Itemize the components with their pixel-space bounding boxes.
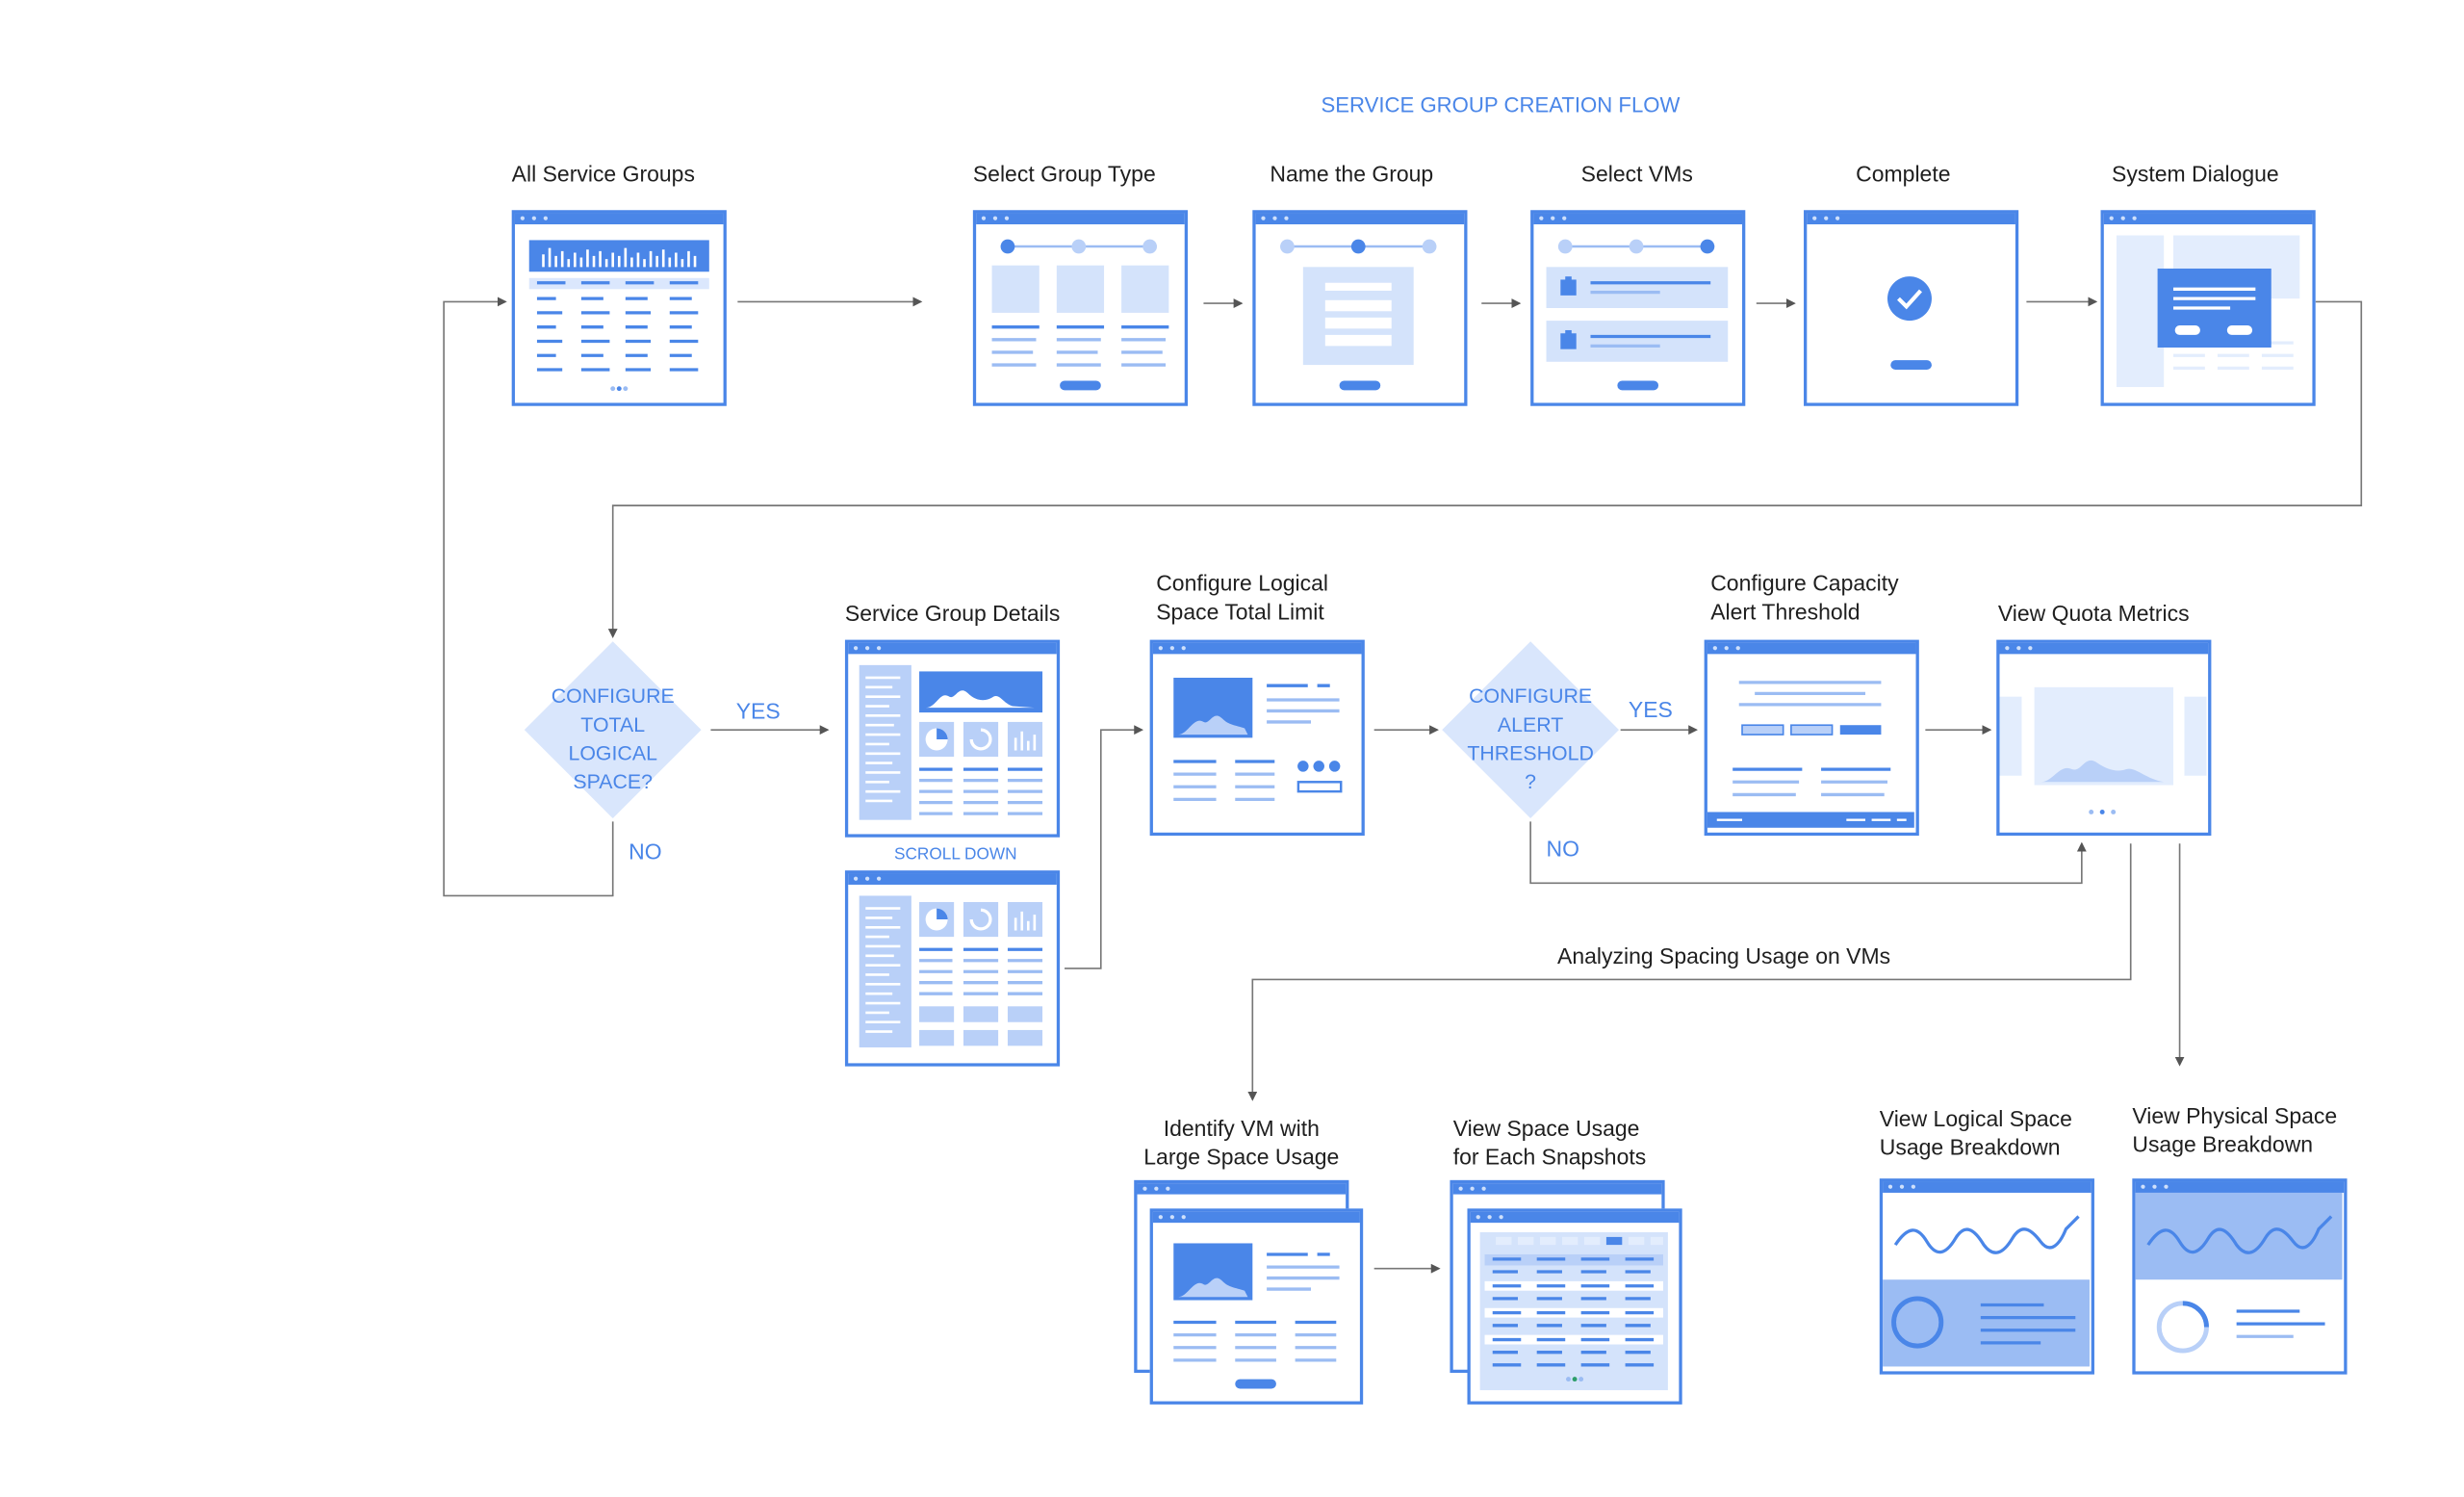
screen-service-group-details: ● ● ● [844, 639, 1061, 838]
diagram-title: SERVICE GROUP CREATION FLOW [1321, 92, 1681, 117]
screen-physical-space-breakdown: ● ● ● [2132, 1178, 2348, 1375]
label-service-group-details: Service Group Details [844, 600, 1061, 626]
screen-configure-logical-limit: ● ● ● [1149, 639, 1365, 837]
screen-configure-alert-threshold: ● ● ● [1704, 639, 1919, 837]
label-identify-vm: Identify VM with Large Space Usage [1143, 1115, 1340, 1170]
screen-all-service-groups: ● ● ● [511, 210, 727, 406]
screen-view-quota-metrics: ● ● ● [1996, 639, 2212, 837]
screen-identify-vm: ● ● ● [1149, 1208, 1364, 1405]
screen-service-group-details-scrolled: ● ● ● [844, 870, 1061, 1067]
label-view-logical-breakdown: View Logical Space Usage Breakdown [1879, 1105, 2072, 1160]
screen-logical-space-breakdown: ● ● ● [1879, 1178, 2094, 1375]
label-select-group-type: Select Group Type [972, 161, 1156, 187]
screen-select-vms: ● ● ● [1530, 210, 1746, 406]
edge-yes-2: YES [1628, 696, 1673, 722]
arrow-no-loop [443, 297, 614, 897]
label-view-quota-metrics: View Quota Metrics [1997, 600, 2190, 626]
label-name-the-group: Name the Group [1270, 161, 1434, 187]
scroll-down-label: SCROLL DOWN [893, 844, 1017, 865]
arrow-dialogue-to-decision [607, 300, 2363, 638]
screen-select-group-type: ● ● ● [972, 210, 1189, 406]
edge-no-1: NO [629, 839, 662, 865]
screen-view-space-usage-snapshots: ● ● ● [1467, 1208, 1682, 1405]
label-system-dialogue: System Dialogue [2112, 161, 2279, 187]
arrow-details-to-limit [1065, 725, 1144, 969]
label-analyzing-spacing-usage: Analyzing Spacing Usage on VMs [1557, 942, 1891, 968]
edge-no-2: NO [1546, 836, 1579, 862]
screen-name-the-group: ● ● ● [1252, 210, 1468, 406]
label-configure-alert-threshold: Configure Capacity Alert Threshold [1710, 570, 1899, 625]
decision-alert-threshold: CONFIGURE ALERT THRESHOLD ? [1467, 684, 1594, 793]
label-complete: Complete [1856, 161, 1951, 187]
arrow-quota-to-identify [1247, 843, 2132, 1101]
arrow-no-quota [1529, 821, 2087, 885]
label-view-space-usage-snapshots: View Space Usage for Each Snapshots [1452, 1115, 1647, 1170]
label-view-physical-breakdown: View Physical Space Usage Breakdown [2132, 1102, 2338, 1157]
decision-total-logical-space: CONFIGURE TOTAL LOGICAL SPACE? [551, 684, 675, 793]
label-all-service-groups: All Service Groups [511, 161, 695, 187]
screen-complete: ● ● ● [1804, 210, 2019, 406]
label-select-vms: Select VMs [1580, 161, 1693, 187]
label-configure-logical-limit: Configure Logical Space Total Limit [1156, 570, 1329, 625]
screen-system-dialogue: ● ● ● [2100, 210, 2316, 406]
edge-yes-1: YES [735, 698, 781, 724]
